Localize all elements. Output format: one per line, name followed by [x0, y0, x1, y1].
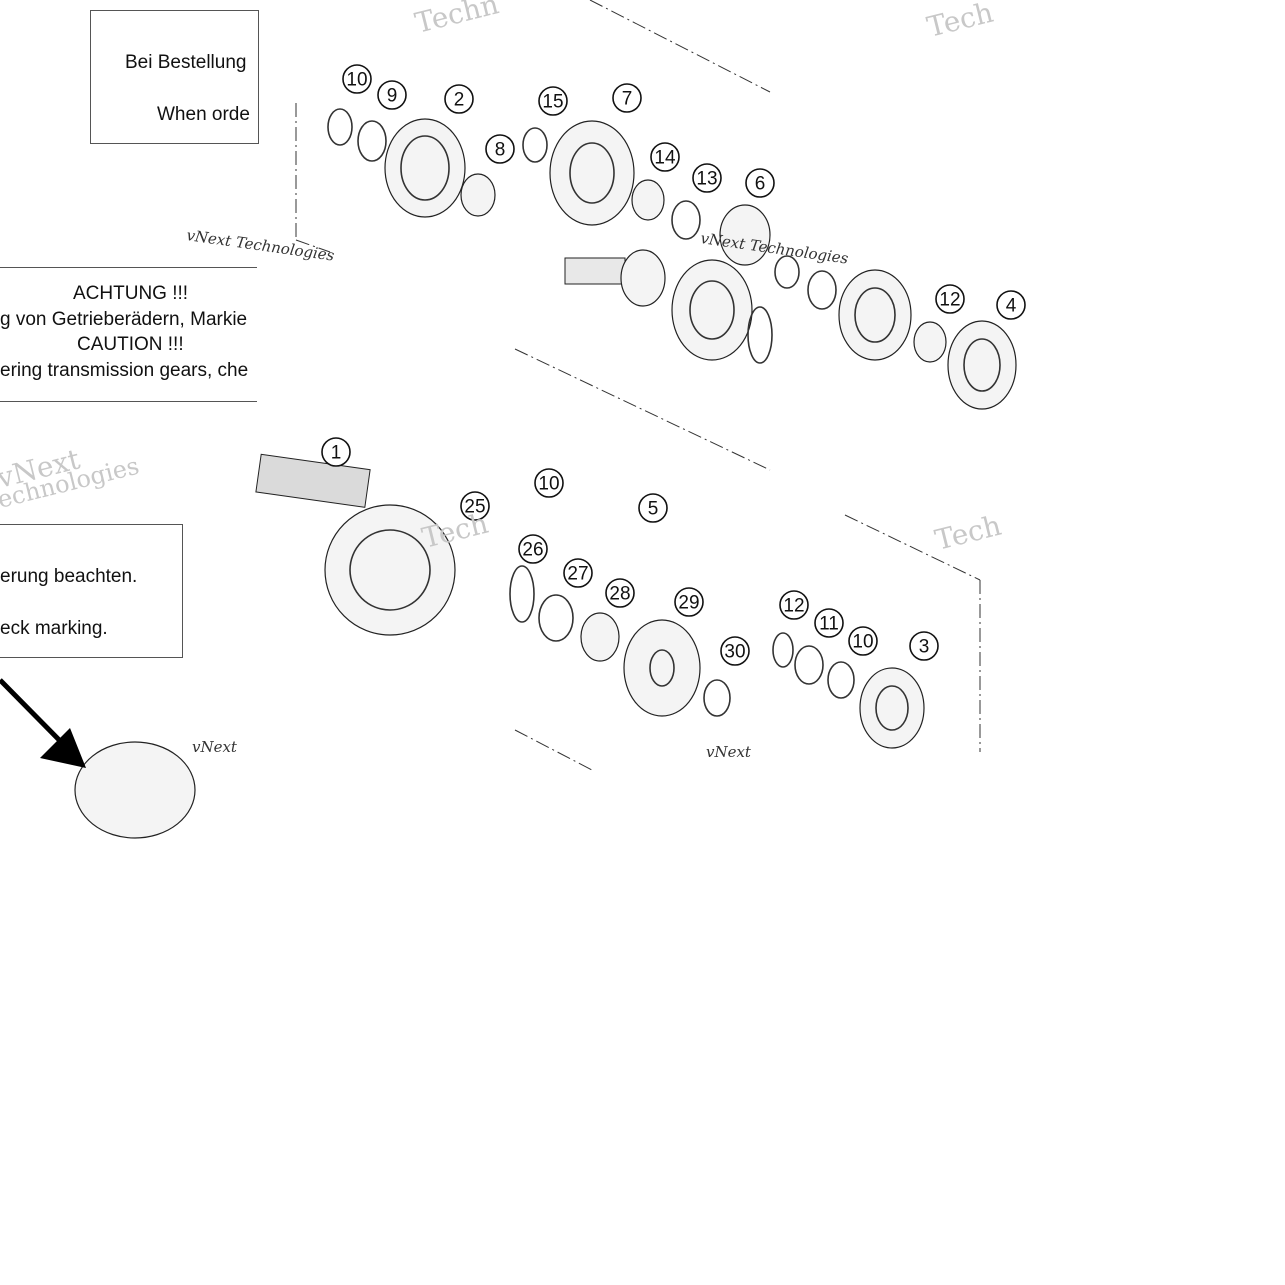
o-ring-27: [538, 594, 574, 642]
watermark-vnext-a: vNext Technologies: [185, 226, 335, 265]
right-shaft-parts: [774, 255, 1017, 410]
part-number-6: 6: [745, 168, 775, 198]
svg-text:11: 11: [819, 614, 839, 635]
part-number-13: 13: [692, 163, 722, 193]
part-number-10: 10: [534, 468, 564, 498]
washer-13: [671, 200, 701, 240]
bushing-8: [460, 173, 496, 217]
washer-10: [327, 108, 353, 146]
part-number-10: 10: [848, 626, 878, 656]
bearing: [671, 259, 753, 361]
marking-arrow-group: [0, 678, 196, 839]
seal-26: [509, 565, 535, 623]
part-number-9: 9: [377, 80, 407, 110]
washer-9: [357, 120, 387, 162]
circlip-30: [703, 679, 731, 717]
part-number-1: 1: [321, 437, 351, 467]
part-number-29: 29: [674, 587, 704, 617]
part-number-25: 25: [460, 491, 490, 521]
output-shaft: [564, 249, 773, 364]
order-note-en: When orde: [157, 104, 250, 125]
gear-6-partial: [719, 204, 771, 266]
watermark-vnext-d: vNext: [706, 743, 752, 761]
gear-top-right: [838, 269, 912, 361]
svg-text:5: 5: [648, 499, 659, 520]
watermark-tech-mid: Tech: [932, 509, 1005, 557]
svg-text:14: 14: [654, 148, 676, 169]
lower-shaft-parts: [509, 565, 925, 749]
bushing-14: [631, 179, 665, 221]
watermark-tech-right: Tech: [924, 0, 997, 44]
washer-15: [522, 127, 548, 163]
part-number-28: 28: [605, 578, 635, 608]
assembly-guide-lines: [295, 0, 981, 771]
caution-panel: ACHTUNG !!! g von Getrieberädern, Markie…: [0, 267, 257, 402]
part-number-26: 26: [518, 534, 548, 564]
part-number-30: 30: [720, 636, 750, 666]
upper-shaft-parts: [327, 108, 771, 266]
marking-note-box: erung beachten. eck marking.: [0, 524, 183, 658]
gear-on-shaft: [324, 504, 456, 636]
part-number-15: 15: [538, 86, 568, 116]
bushing-12: [913, 321, 947, 363]
svg-text:8: 8: [495, 140, 506, 161]
part-number-3: 3: [909, 631, 939, 661]
svg-text:29: 29: [678, 593, 699, 614]
marking-note-en: eck marking.: [0, 618, 108, 639]
marking-note-de: erung beachten.: [0, 566, 138, 587]
caution-title-de: ACHTUNG !!!: [73, 283, 189, 304]
svg-text:27: 27: [567, 564, 588, 585]
order-note-box: Bei Bestellung When orde: [90, 10, 259, 144]
caution-title-en: CAUTION !!!: [77, 334, 184, 355]
svg-text:13: 13: [696, 169, 717, 190]
svg-text:10: 10: [538, 474, 559, 495]
svg-text:25: 25: [464, 497, 485, 518]
svg-text:15: 15: [542, 92, 563, 113]
svg-text:3: 3: [919, 637, 930, 658]
svg-text:2: 2: [454, 90, 465, 111]
svg-text:10: 10: [346, 70, 367, 91]
part-number-4: 4: [996, 290, 1026, 320]
part-number-12: 12: [935, 284, 965, 314]
svg-text:4: 4: [1006, 296, 1017, 317]
order-note-de: Bei Bestellung: [125, 52, 247, 73]
gear-2: [384, 118, 466, 218]
watermark-tech-lower: Tech: [419, 507, 492, 555]
part-number-7: 7: [612, 83, 642, 113]
caution-text-en: ering transmission gears, che: [0, 360, 249, 381]
main-shaft-1: [255, 453, 456, 636]
gear-7: [549, 120, 635, 226]
part-number-8: 8: [485, 134, 515, 164]
svg-text:9: 9: [387, 86, 398, 107]
svg-text:12: 12: [783, 596, 804, 617]
svg-text:26: 26: [522, 540, 543, 561]
svg-text:7: 7: [622, 89, 633, 110]
part-number-27: 27: [563, 558, 593, 588]
svg-text:6: 6: [755, 174, 766, 195]
part-number-10: 10: [342, 64, 372, 94]
gear-bottom-left: [74, 741, 196, 839]
svg-text:28: 28: [609, 584, 630, 605]
watermark-tech-top: Techn: [412, 0, 502, 40]
part-number-14: 14: [650, 142, 680, 172]
gear-3: [859, 667, 925, 749]
part-number-12: 12: [779, 590, 809, 620]
gear-4: [947, 320, 1017, 410]
sprocket-29: [623, 619, 701, 717]
svg-text:1: 1: [331, 443, 342, 464]
svg-text:12: 12: [939, 290, 960, 311]
watermark-vnext-c: vNext: [192, 738, 238, 756]
spacer-28: [580, 612, 620, 662]
svg-text:30: 30: [724, 642, 745, 663]
caution-text-de: g von Getrieberädern, Markie: [0, 309, 248, 330]
part-number-2: 2: [444, 84, 474, 114]
svg-text:10: 10: [852, 632, 873, 653]
part-number-11: 11: [814, 608, 844, 638]
part-number-5: 5: [638, 493, 668, 523]
